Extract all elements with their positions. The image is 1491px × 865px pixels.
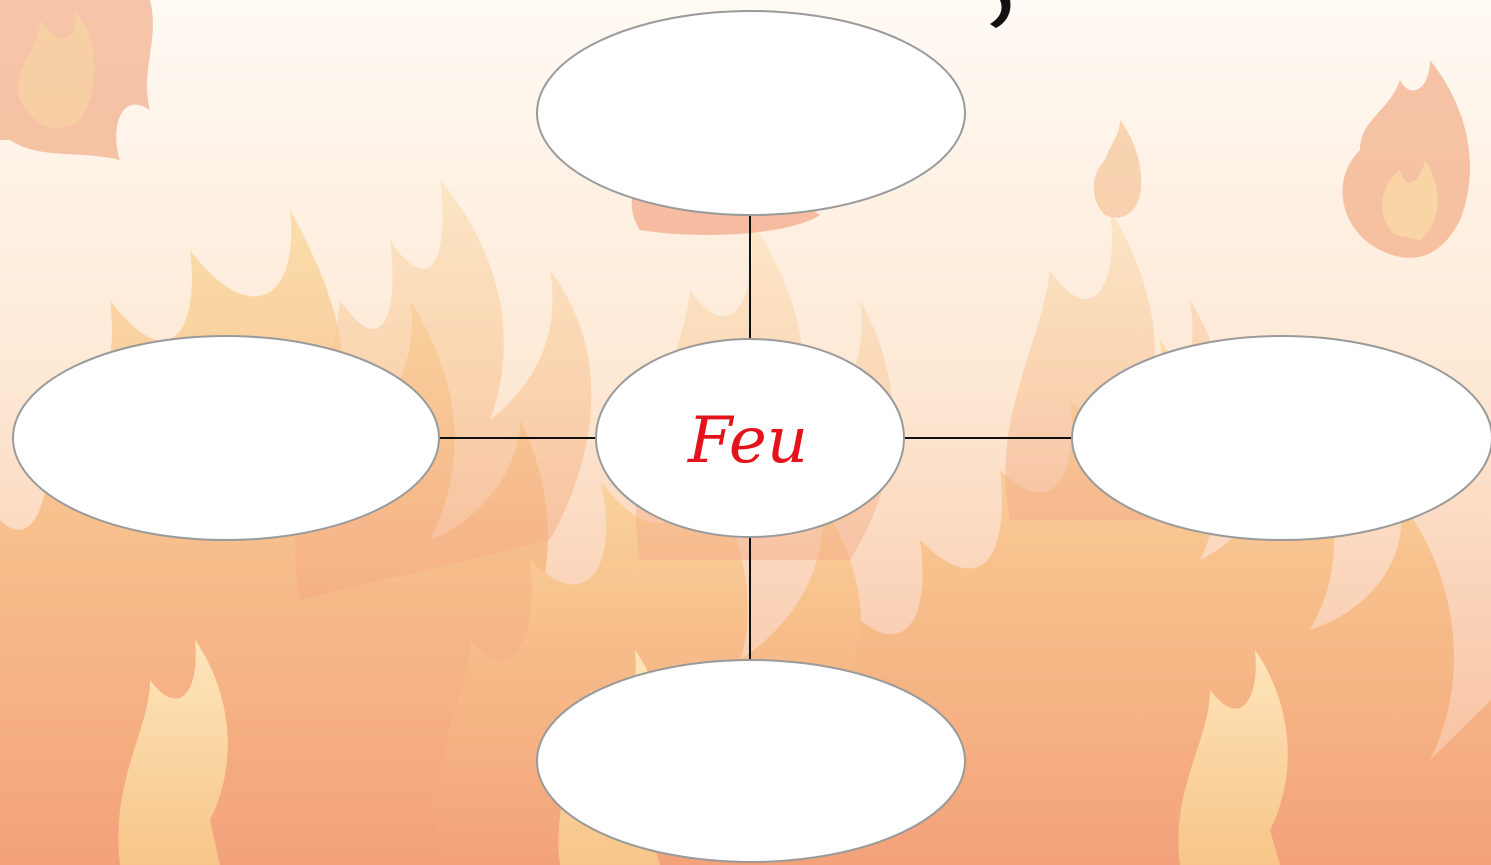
node-left[interactable] — [12, 335, 440, 541]
connectors — [439, 215, 1072, 660]
center-node-label: Feu — [687, 404, 808, 478]
node-right[interactable] — [1071, 335, 1491, 541]
title-fragment-icon — [990, 0, 1011, 28]
node-bottom[interactable] — [536, 659, 966, 863]
node-top[interactable] — [536, 10, 966, 216]
center-node[interactable]: Feu — [595, 338, 905, 538]
outer-nodes — [12, 10, 1491, 863]
